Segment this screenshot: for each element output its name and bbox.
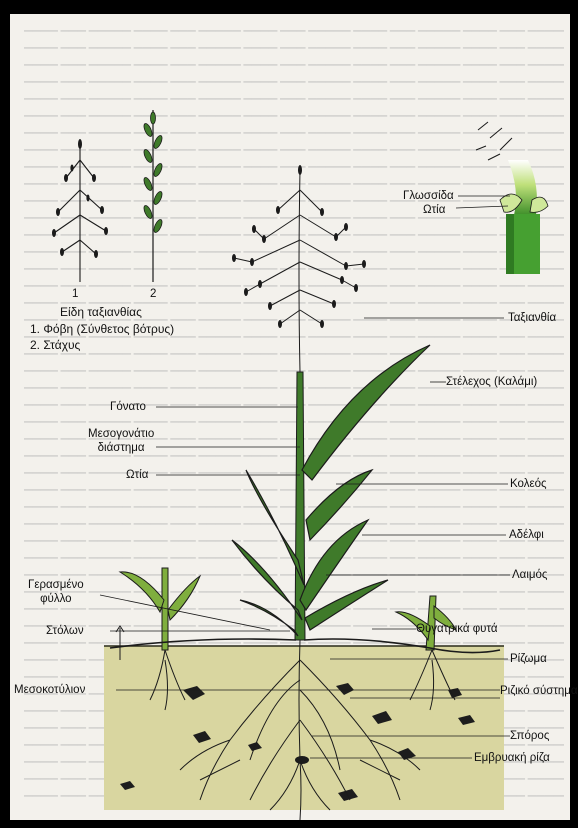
label-auricle: Ωτία [126, 468, 148, 482]
ligule-inset [476, 122, 548, 274]
types-title: Είδη ταξιανθίας [60, 304, 142, 320]
label-inflorescence: Ταξιανθία [508, 311, 556, 325]
label-embryonic-root: Εμβρυακή ρίζα [474, 751, 550, 765]
label-daughter-plants: Θυγατρικά φυτά [416, 622, 498, 636]
label-rhizome: Ρίζωμα [510, 652, 547, 666]
panicle-illustration [54, 140, 106, 282]
label-seed: Σπόρος [510, 729, 549, 743]
types-list: 1. Φόβη (Σύνθετος βότρυς) 2. Στάχυς [30, 321, 174, 353]
spike-illustration [142, 110, 163, 282]
type-item-1: 1. Φόβη (Σύνθετος βότρυς) [30, 321, 174, 337]
label-inset-auricle: Ωτία [423, 203, 445, 217]
label-stolon: Στόλων [46, 624, 84, 638]
label-stem: Στέλεχος (Καλάμι) [446, 375, 537, 389]
label-old-leaf: Γερασμένο φύλλο [28, 578, 84, 606]
label-root-system: Ριζικό σύστημα [500, 684, 578, 698]
label-mesocotyl: Μεσοκοτύλιον [14, 683, 85, 697]
seed [295, 756, 309, 764]
types-title-text: Είδη ταξιανθίας [60, 304, 142, 320]
label-node: Γόνατο [110, 400, 146, 414]
soil-area [104, 646, 504, 810]
label-blade: Αδέλφι [509, 528, 544, 542]
type-item-2: 2. Στάχυς [30, 337, 174, 353]
label-ligule: Γλωσσίδα [403, 189, 454, 203]
type-number-2: 2 [150, 287, 156, 301]
label-collar: Λαιμός [512, 568, 547, 582]
label-sheath: Κολεός [510, 477, 547, 491]
label-internode: Μεσογονάτιο διάστημα [88, 427, 154, 455]
type-number-1: 1 [72, 287, 78, 301]
